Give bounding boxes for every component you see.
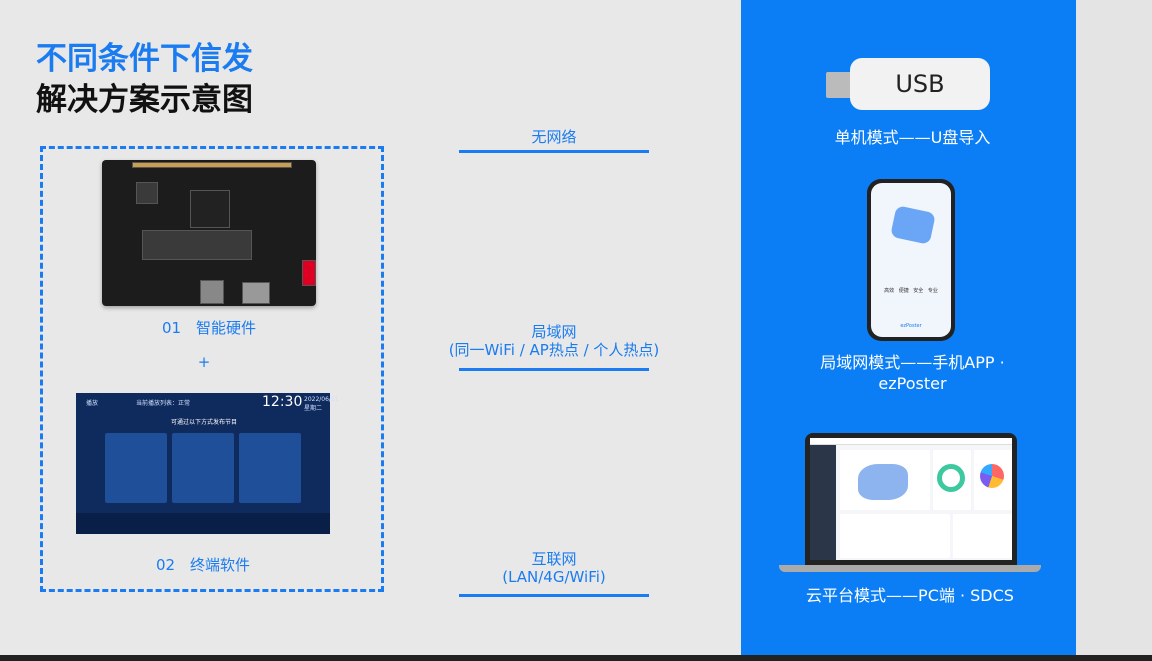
network-none-line [459,150,649,153]
title-line2: 解决方案示意图 [36,82,253,118]
hardware-label: 01 智能硬件 [161,319,257,337]
title-line1: 不同条件下信发 [36,41,253,77]
plus-sign: + [197,353,211,371]
network-internet-sub: (LAN/4G/WiFi) [502,568,606,586]
software-label: 02 终端软件 [155,556,251,574]
screen-time: 12:30 [262,394,303,410]
phone-brand: ezPoster [900,323,922,329]
network-internet-line [459,594,649,597]
mode-lan-label: 局域网模式——手机APP · ezPoster [820,353,1005,393]
slogan: 专业 [927,288,938,294]
slogan: 便捷 [898,288,909,294]
screen-card-app [172,433,234,503]
network-lan-sub: (同一WiFi / AP热点 / 个人热点) [448,341,660,359]
usb-drive-icon: USB [850,58,990,110]
screen-card-usb [105,433,167,503]
terminal-software-screenshot: 播放 当前播放列表：正常 12:30 2022/06/21 星期二 可通过以下方… [76,393,339,534]
usb-plug [826,72,854,98]
screen-date: 2022/06/21 [304,396,339,403]
play-logo-icon [890,205,936,245]
screen-card-cloud [239,433,301,503]
hardware-board-image [102,160,316,306]
mode-usb-label: 单机模式——U盘导入 [834,128,991,147]
network-lan-line [459,368,649,371]
mode-cloud-label: 云平台模式——PC端 · SDCS [806,586,1014,605]
laptop-base [779,565,1041,572]
laptop-image [805,433,1017,565]
network-none-label: 无网络 [531,128,577,146]
network-lan-label: 局域网 [531,323,577,341]
slogan: 安全 [913,288,924,294]
product-box [40,146,384,592]
phone-image: 高效 便捷 安全 专业 ezPoster [867,179,955,341]
screen-heading: 可通过以下方式发布节目 [171,419,238,426]
network-internet-label: 互联网 [531,550,577,568]
screen-play: 播放 [86,400,99,407]
slogan: 高效 [884,288,895,294]
screen-playlist: 当前播放列表：正常 [136,400,191,407]
screen-weekday: 星期二 [304,405,323,412]
